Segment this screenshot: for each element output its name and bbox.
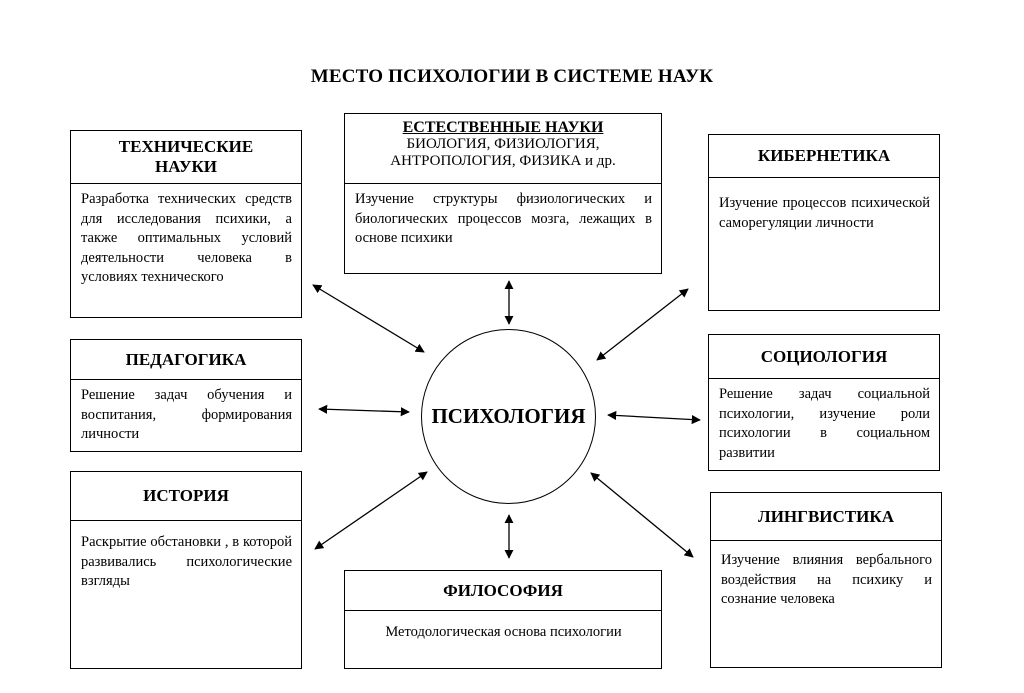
arrow-history (314, 471, 428, 550)
cybernetics-text: Изучение процессов психической саморегул… (719, 195, 930, 231)
natural-sciences-header: ЕСТЕСТВЕННЫЕ НАУКИ БИОЛОГИЯ, ФИЗИОЛОГИЯ,… (345, 114, 661, 184)
pedagogy-title: ПЕДАГОГИКА (71, 340, 301, 380)
linguistics-box: ЛИНГВИСТИКА Изучение влияния вербального… (710, 492, 942, 668)
technical-sciences-text: Разработка технических средств для иссле… (81, 191, 292, 285)
arrow-technical (312, 284, 425, 353)
philosophy-box: ФИЛОСОФИЯ Методологическая основа психол… (344, 570, 662, 669)
technical-sciences-box: ТЕХНИЧЕСКИЕ НАУКИ Разработка технических… (70, 130, 302, 318)
sociology-text: Решение задач социальной психологии, изу… (719, 386, 930, 461)
sociology-box: СОЦИОЛОГИЯ Решение задач социальной псих… (708, 334, 940, 471)
natural-sciences-title: ЕСТЕСТВЕННЫЕ НАУКИ (402, 119, 604, 136)
philosophy-title: ФИЛОСОФИЯ (345, 571, 661, 611)
pedagogy-box: ПЕДАГОГИКА Решение задач обучения и восп… (70, 339, 302, 452)
history-box: ИСТОРИЯ Раскрытие обстановки , в которой… (70, 471, 302, 669)
natural-sciences-box: ЕСТЕСТВЕННЫЕ НАУКИ БИОЛОГИЯ, ФИЗИОЛОГИЯ,… (344, 113, 662, 274)
natural-sciences-text: Изучение структуры физиологических и био… (355, 191, 652, 246)
psychology-circle: ПСИХОЛОГИЯ (421, 329, 596, 504)
history-title: ИСТОРИЯ (71, 472, 301, 521)
history-text: Раскрытие обстановки , в которой развива… (81, 534, 292, 589)
arrow-sociology (607, 410, 701, 425)
linguistics-title: ЛИНГВИСТИКА (711, 493, 941, 541)
arrow-cybernetics (596, 288, 689, 361)
arrow-linguistics (590, 472, 694, 558)
diagram-title: МЕСТО ПСИХОЛОГИИ В СИСТЕМЕ НАУК (310, 66, 714, 87)
linguistics-text: Изучение влияния вербального воздействия… (721, 552, 932, 607)
sociology-title: СОЦИОЛОГИЯ (709, 335, 939, 379)
technical-sciences-title: ТЕХНИЧЕСКИЕ НАУКИ (71, 131, 301, 184)
natural-sciences-subtitle: БИОЛОГИЯ, ФИЗИОЛОГИЯ, АНТРОПОЛОГИЯ, ФИЗИ… (390, 136, 616, 169)
cybernetics-title: КИБЕРНЕТИКА (709, 135, 939, 178)
philosophy-text: Методологическая основа психологии (385, 624, 622, 640)
psychology-label: ПСИХОЛОГИЯ (431, 404, 586, 428)
cybernetics-box: КИБЕРНЕТИКА Изучение процессов психическ… (708, 134, 940, 311)
pedagogy-text: Решение задач обучения и воспитания, фор… (81, 387, 292, 442)
arrow-pedagogy (318, 404, 410, 417)
